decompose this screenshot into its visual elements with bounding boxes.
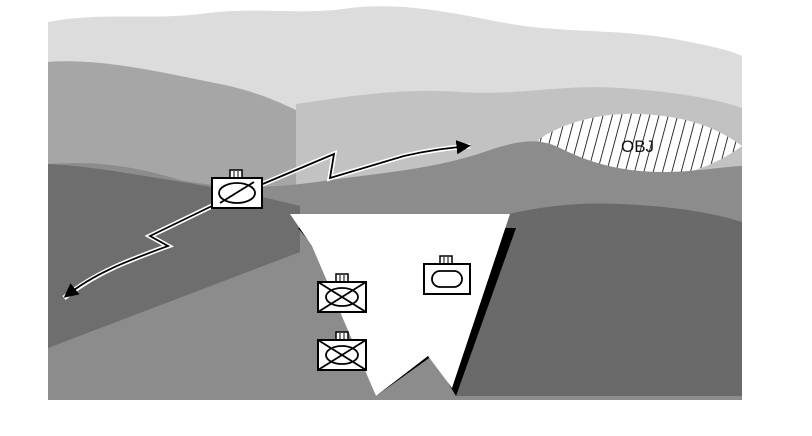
observation-arrow-to-objective-line (257, 140, 471, 187)
objective-label: OBJ (621, 137, 654, 156)
armor-unit-symbol (423, 255, 471, 295)
ground-left (48, 164, 300, 348)
mech-infantry-symbol-lower (317, 331, 367, 371)
observation-arrow-to-flank-line (63, 205, 213, 298)
deadspace-area (290, 214, 510, 396)
mech-infantry-symbol-upper (317, 273, 367, 313)
ground-right (456, 203, 742, 396)
overwatch-unit-symbol (211, 169, 263, 209)
